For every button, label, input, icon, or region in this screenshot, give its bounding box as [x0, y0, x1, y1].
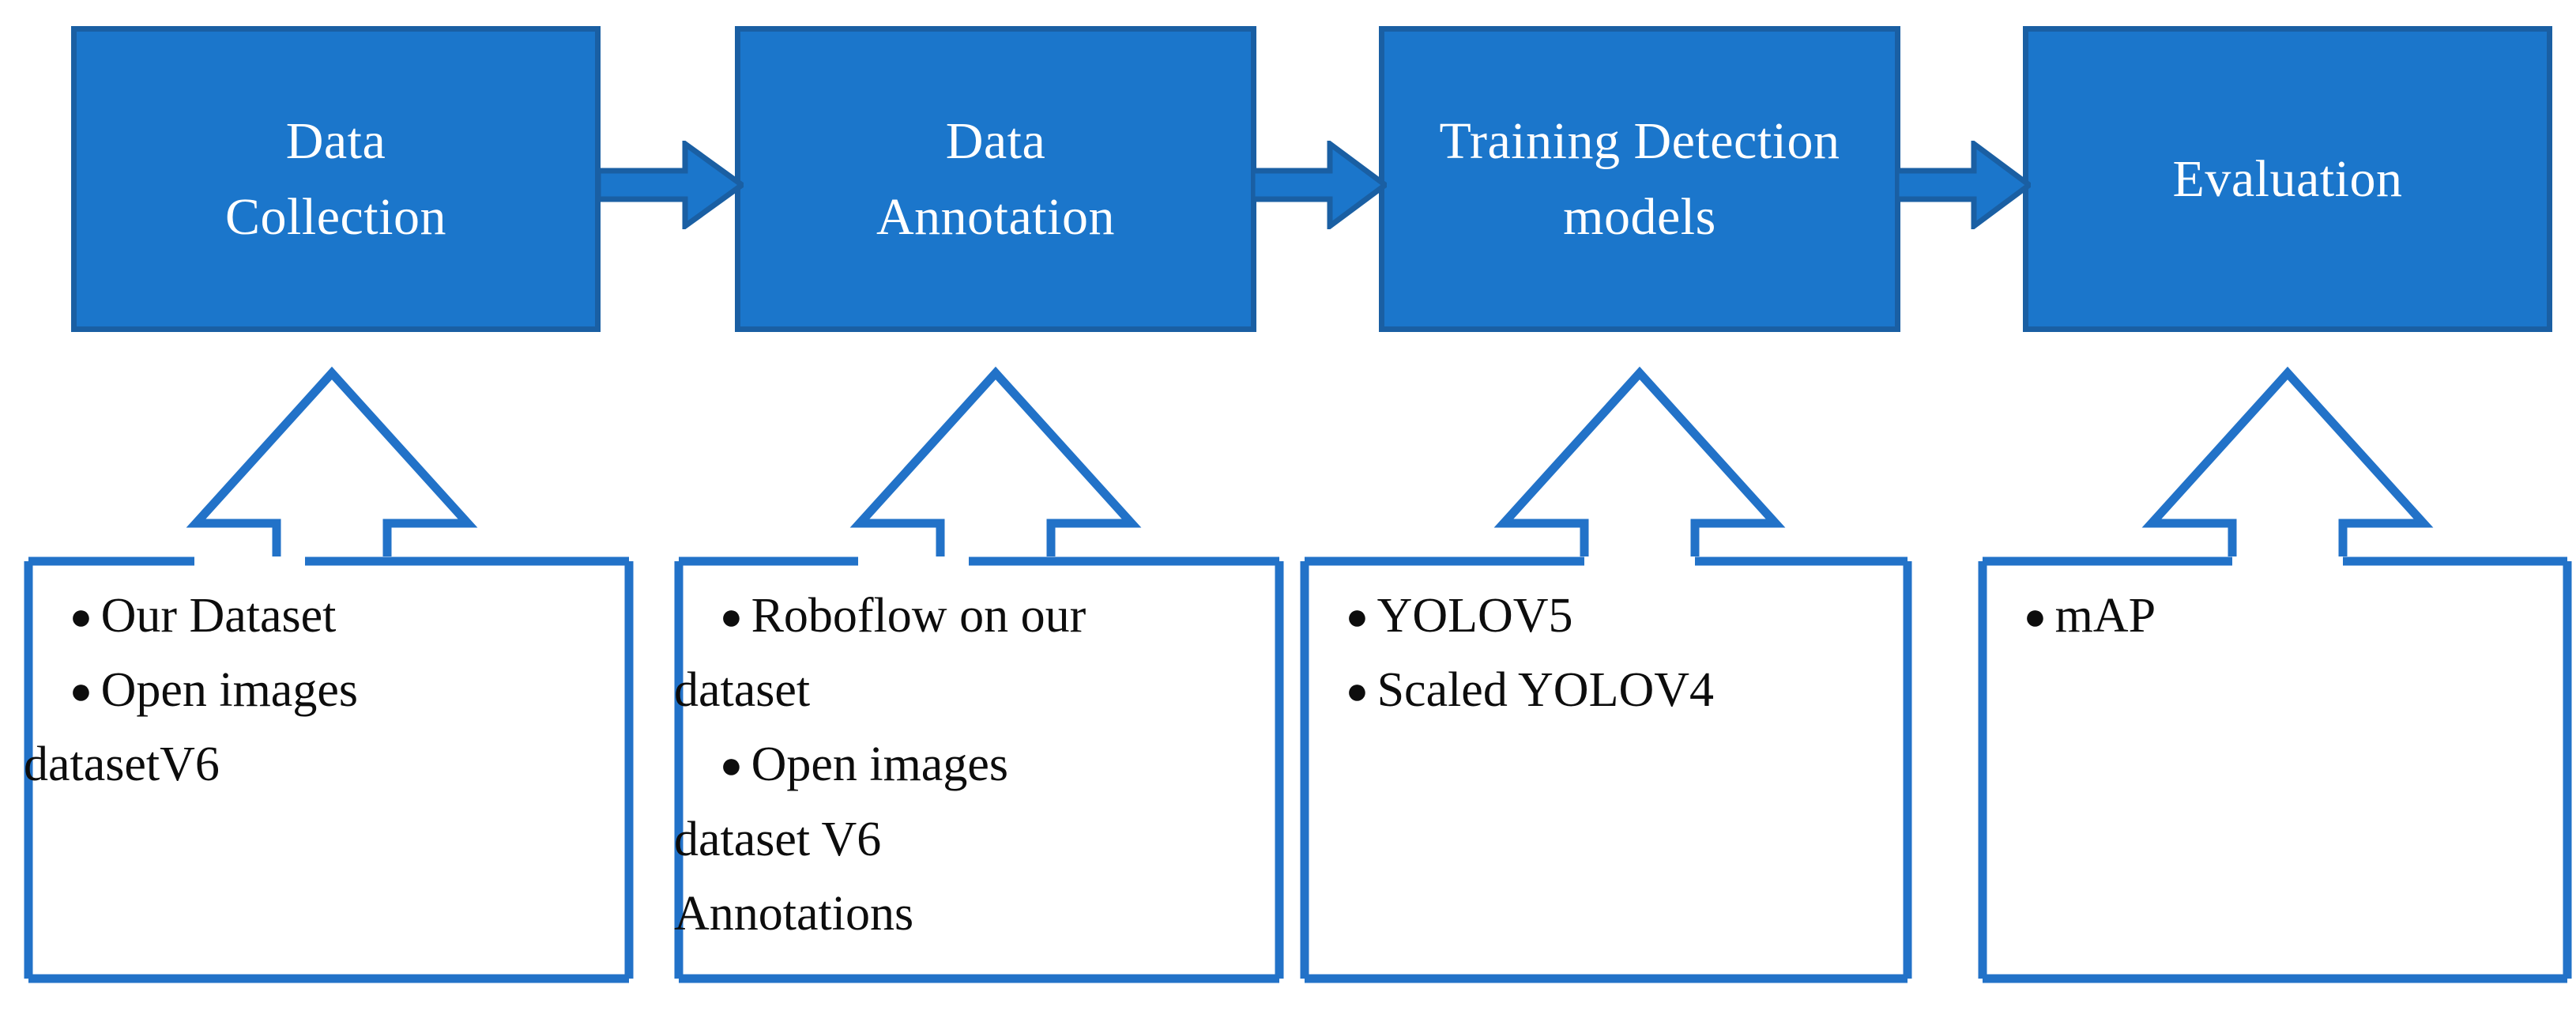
arrow-right-icon	[1895, 141, 2031, 229]
process-box-data-annotation[interactable]: Data Annotation	[735, 26, 1256, 332]
bullet-icon: ●	[720, 745, 751, 787]
process-box-data-collection[interactable]: Data Collection	[71, 26, 601, 332]
detail-box-evaluation[interactable]: ●mAP	[1978, 556, 2572, 983]
list-item-label: Open images	[751, 738, 1008, 792]
detail-list: ●YOLOV5 ●Scaled YOLOV4	[1346, 579, 1889, 727]
arrow-right-icon	[597, 141, 744, 229]
arrow-right-icon	[1251, 141, 1387, 229]
arrow-up-outline-icon	[849, 366, 1142, 569]
list-item-label: Our Dataset	[100, 589, 337, 643]
arrow-up-outline-icon	[1493, 366, 1786, 569]
list-item: ●Open images	[70, 653, 610, 727]
list-item-label: mAP	[2054, 589, 2156, 643]
process-label-line: models	[1563, 187, 1716, 246]
list-item: ●Open images	[720, 727, 1260, 802]
list-item-continuation: datasetV6	[24, 727, 610, 802]
list-item: ●Scaled YOLOV4	[1346, 653, 1889, 727]
process-label-line: Collection	[225, 187, 446, 246]
list-item: ●mAP	[2024, 579, 2548, 653]
process-box-training-detection-models[interactable]: Training Detection models	[1379, 26, 1900, 332]
arrow-up-outline-icon	[186, 366, 478, 569]
list-item-continuation: Annotations	[674, 877, 1260, 951]
arrow-up-outline-icon	[2141, 366, 2434, 569]
list-item-label: dataset V6	[674, 812, 882, 866]
process-label-line: Data	[945, 111, 1046, 170]
list-item-label: Scaled YOLOV4	[1377, 663, 1714, 718]
list-item-label: dataset	[674, 663, 811, 718]
list-item-continuation: dataset V6	[674, 802, 1260, 877]
process-box-evaluation[interactable]: Evaluation	[2023, 26, 2552, 332]
process-label-line: Data	[285, 111, 386, 170]
bullet-icon: ●	[70, 596, 101, 639]
detail-box-data-annotation[interactable]: ●Roboflow on our dataset ●Open images da…	[674, 556, 1284, 983]
detail-list: ●mAP	[2024, 579, 2548, 653]
list-item-label: Annotations	[674, 886, 914, 941]
list-item-label: Open images	[100, 663, 358, 718]
list-item-continuation: dataset	[674, 653, 1260, 727]
bullet-icon: ●	[1346, 596, 1377, 639]
list-item-label: datasetV6	[24, 738, 220, 792]
detail-box-training-detection-models[interactable]: ●YOLOV5 ●Scaled YOLOV4	[1300, 556, 1912, 983]
bullet-icon: ●	[720, 596, 751, 639]
detail-box-data-collection[interactable]: ●Our Dataset ●Open images datasetV6	[24, 556, 634, 983]
list-item: ●YOLOV5	[1346, 579, 1889, 653]
bullet-icon: ●	[1346, 670, 1377, 713]
bullet-icon: ●	[70, 670, 101, 713]
list-item: ●Roboflow on our	[720, 579, 1260, 653]
list-item-label: YOLOV5	[1377, 589, 1573, 643]
list-item-label: Roboflow on our	[751, 589, 1087, 643]
detail-list: ●Our Dataset ●Open images datasetV6	[24, 579, 610, 802]
bullet-icon: ●	[2024, 596, 2055, 639]
process-label-line: Annotation	[876, 187, 1115, 246]
process-label-line: Evaluation	[2172, 149, 2403, 208]
list-item: ●Our Dataset	[70, 579, 610, 653]
detail-list: ●Roboflow on our dataset ●Open images da…	[674, 579, 1260, 951]
process-label-line: Training Detection	[1439, 111, 1840, 170]
